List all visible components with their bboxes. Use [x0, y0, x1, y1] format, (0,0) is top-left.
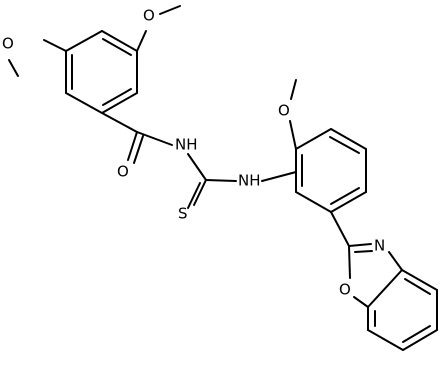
methoxyphenyl-ring [295, 128, 367, 213]
amide-nh: NH [175, 136, 198, 154]
methoxy-right: O [278, 79, 297, 150]
thione-sulfur: S [178, 205, 188, 223]
methoxy-left: O [2, 35, 67, 77]
thiourea-nh: NH [238, 172, 261, 190]
thiourea-group: S NH [178, 153, 297, 223]
benzoxazole: N O [330, 211, 438, 351]
methoxy-top: O [136, 5, 181, 52]
methoxy-right-oxygen: O [278, 102, 290, 120]
amide-group: O NH [101, 112, 198, 181]
methoxy-left-oxygen: O [2, 35, 14, 53]
oxazole-oxygen: O [339, 281, 351, 299]
oxazole-nitrogen: N [374, 237, 385, 255]
dimethoxyphenyl-ring [65, 30, 138, 114]
methoxy-top-oxygen: O [143, 7, 155, 25]
carbonyl-oxygen: O [117, 163, 129, 181]
